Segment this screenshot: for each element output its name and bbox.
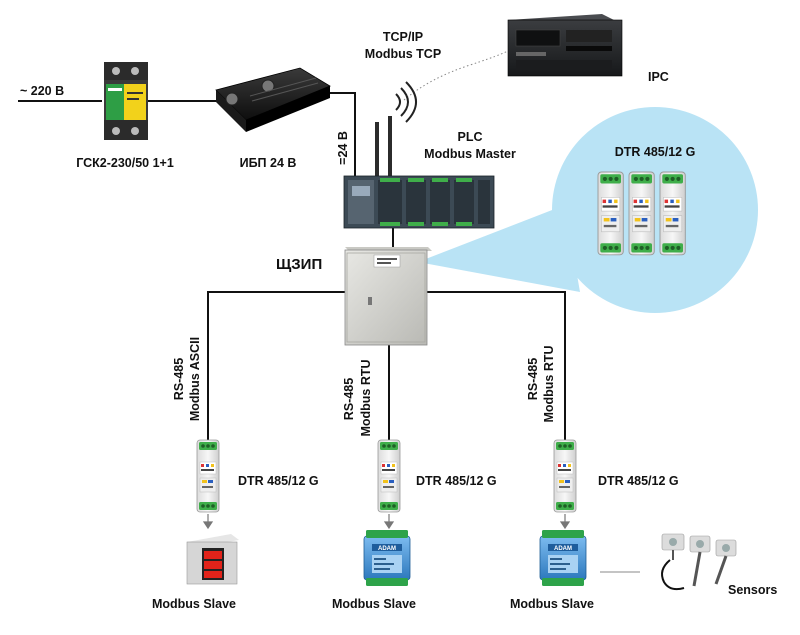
plc-role-label: Modbus Master	[424, 147, 516, 161]
branch-modules	[196, 439, 577, 530]
mains-label: ~ 220 В	[20, 84, 65, 98]
branch-2-bus-label: RS-485	[342, 377, 356, 421]
tcp-ip-label: TCP/IP	[382, 30, 424, 44]
callout-title: DTR 485/12 G	[614, 145, 696, 159]
ups-device	[215, 67, 331, 132]
branch-1-dtr-module	[196, 439, 220, 513]
slave-meter-device	[186, 534, 239, 585]
cabinet-device	[344, 247, 432, 346]
sensors-device	[661, 533, 737, 591]
branch-3-module-label: DTR 485/12 G	[598, 474, 679, 488]
dc-24-label: =24 В	[336, 131, 350, 165]
branch-3-slave-label: Modbus Slave	[509, 597, 595, 611]
ups-to-plc-line	[324, 92, 356, 178]
branch-3-bus-label: RS-485	[526, 357, 540, 401]
callout-bubble	[552, 107, 758, 313]
branch-2-protocol-label: Modbus RTU	[359, 359, 373, 437]
branch-2-module-label: DTR 485/12 G	[416, 474, 497, 488]
branch-1-slave-label: Modbus Slave	[151, 597, 237, 611]
plc-device	[343, 81, 495, 229]
ipc-label: IPC	[648, 70, 669, 84]
branch-1-protocol-label: Modbus ASCII	[188, 336, 202, 422]
plc-label: PLC	[457, 130, 483, 144]
surge-protector-device	[104, 62, 148, 140]
bus-left-line	[207, 291, 347, 448]
callout-dtr-modules	[597, 171, 686, 256]
wiring	[18, 92, 640, 573]
branch-3-dtr-module	[553, 439, 577, 513]
bus-right-line	[427, 291, 566, 448]
cabinet-label: ЩЗИП	[276, 256, 323, 273]
surge-protector-label: ГСК2-230/50 1+1	[76, 156, 174, 170]
branch-3-protocol-label: Modbus RTU	[542, 345, 556, 423]
modbus-tcp-label: Modbus TCP	[364, 47, 442, 61]
callout	[418, 107, 758, 313]
ups-label: ИБП 24 В	[239, 156, 297, 170]
branch-2-dtr-module	[377, 439, 401, 513]
slave-adam-device-1	[363, 529, 411, 587]
branch-2-slave-label: Modbus Slave	[331, 597, 417, 611]
slave-adam-device-2	[539, 529, 587, 587]
ipc-device	[507, 14, 623, 77]
branch-1-bus-label: RS-485	[172, 357, 186, 401]
callout-pointer	[418, 205, 580, 292]
branch-1-module-label: DTR 485/12 G	[238, 474, 319, 488]
sensors-label: Sensors	[728, 583, 778, 597]
wireless-signal-icon	[395, 81, 417, 123]
